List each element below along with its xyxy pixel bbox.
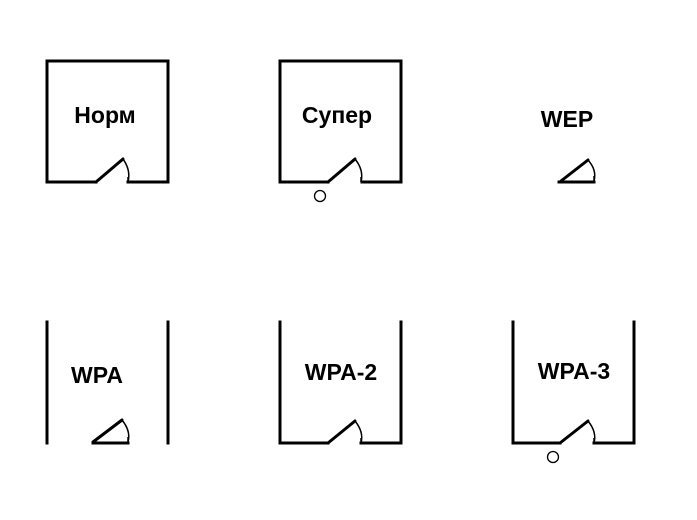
door-icon xyxy=(326,419,363,445)
panel-wpa2: WPA-2 xyxy=(278,320,403,445)
door-icon xyxy=(91,418,130,445)
door-icon xyxy=(326,157,363,184)
room-walls xyxy=(511,320,636,445)
panel-label: Норм xyxy=(74,102,135,128)
panel-wpa: WPA xyxy=(45,320,170,445)
panel-label: Супер xyxy=(302,102,372,128)
door-icon xyxy=(558,419,596,445)
panel-super: Супер xyxy=(278,59,403,203)
room-walls xyxy=(45,59,170,184)
room-walls xyxy=(278,320,403,445)
circle-marker-icon xyxy=(546,450,560,464)
circle-marker-icon xyxy=(313,189,327,203)
panel-label: WPA xyxy=(71,362,123,388)
door-icon xyxy=(557,158,596,184)
panel-norm: Норм xyxy=(45,59,170,184)
room-walls xyxy=(278,59,403,184)
door-icon xyxy=(94,157,130,184)
panel-label: WPA-2 xyxy=(305,359,377,385)
panel-wep: WEP xyxy=(541,106,596,184)
panel-label: WPA-3 xyxy=(538,358,610,384)
panel-wpa3: WPA-3 xyxy=(511,320,636,464)
panel-label: WEP xyxy=(541,106,593,132)
